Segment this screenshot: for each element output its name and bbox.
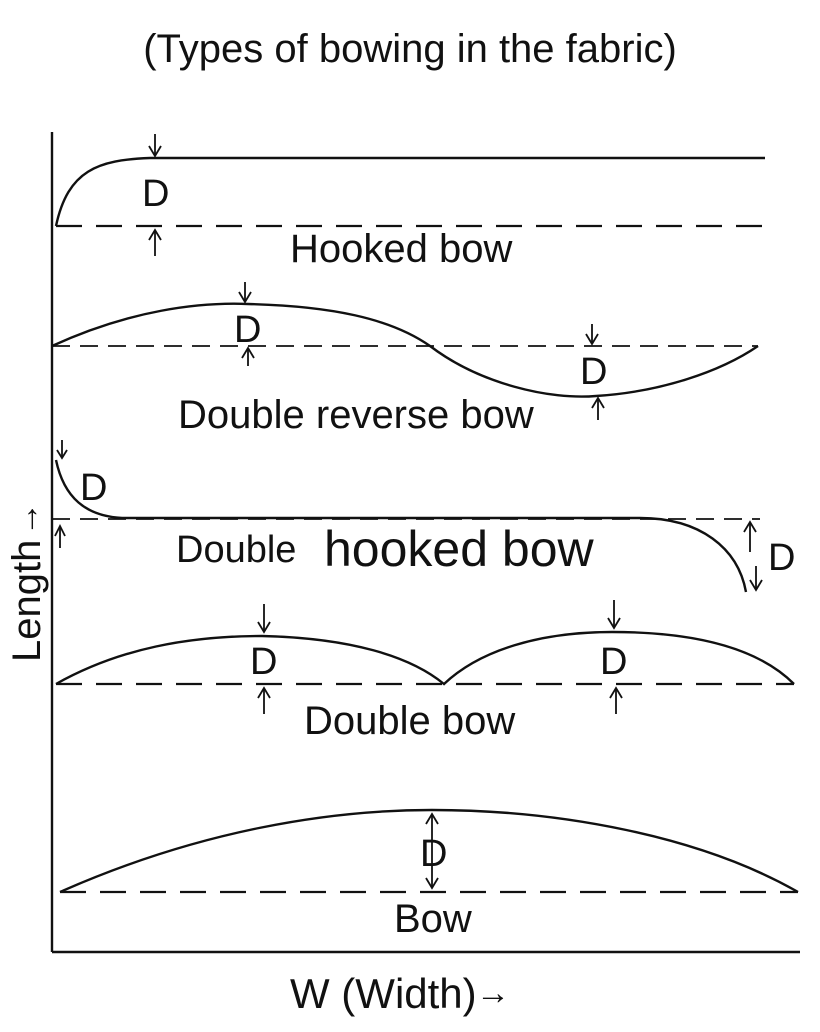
hooked-bow-figure: D Hooked bow [54,134,765,271]
axes: Length → W (Width) → [5,132,800,1017]
double-bow-arrow-3 [607,600,621,630]
diagram-title: (Types of bowing in the fabric) [143,27,677,71]
y-axis-label: Length [5,540,49,662]
double-reverse-bow-arrow-3 [585,324,599,346]
bow-figure: D Bow [59,808,799,941]
double-hooked-bow-arrow-3 [743,520,757,552]
hooked-bow-curve [54,156,765,227]
double-reverse-bow-figure: D D Double reverse bow [51,282,759,437]
double-bow-arrow-4 [609,686,623,714]
double-hooked-bow-arrow-4 [749,566,763,592]
double-bow-arrow-1 [257,604,271,634]
double-reverse-bow-curve [51,302,759,398]
hooked-bow-label: Hooked bow [290,227,512,271]
double-bow-deviation-label-2: D [600,641,627,683]
hooked-bow-top-arrow [148,134,162,158]
double-reverse-bow-arrow-4 [591,396,605,420]
double-bow-figure: D D Double bow [55,600,795,743]
double-hooked-bow-curve [54,459,748,593]
x-axis-arrow: → [476,974,510,1012]
bow-deviation-arrow [425,812,439,890]
bow-deviation-label: D [420,833,447,875]
bow-label: Bow [394,897,472,941]
double-reverse-bow-arrow-2 [241,346,255,366]
double-reverse-bow-deviation-label-2: D [580,351,607,393]
double-hooked-bow-label-suffix: hooked bow [324,521,595,577]
hooked-bow-bottom-arrow [148,228,162,256]
double-hooked-bow-deviation-label-1: D [80,467,107,509]
double-reverse-bow-deviation-label-1: D [234,309,261,351]
x-axis-label: W (Width) [290,970,477,1017]
double-hooked-bow-deviation-label-2: D [768,537,795,579]
double-bow-curve [55,630,795,686]
y-axis-arrow: → [8,502,46,536]
hooked-bow-deviation-label: D [142,173,169,215]
double-hooked-bow-label-prefix: Double [176,529,296,571]
double-hooked-bow-arrow-2 [54,523,66,548]
double-reverse-bow-arrow-1 [238,282,252,304]
bow-curve [59,808,799,894]
double-bow-arrow-2 [257,686,271,714]
double-bow-label: Double bow [304,699,515,743]
double-bow-deviation-label-1: D [250,641,277,683]
double-hooked-bow-figure: D D Double hooked bow [52,440,795,593]
double-hooked-bow-arrow-1 [56,440,68,460]
double-reverse-bow-label: Double reverse bow [178,393,534,437]
